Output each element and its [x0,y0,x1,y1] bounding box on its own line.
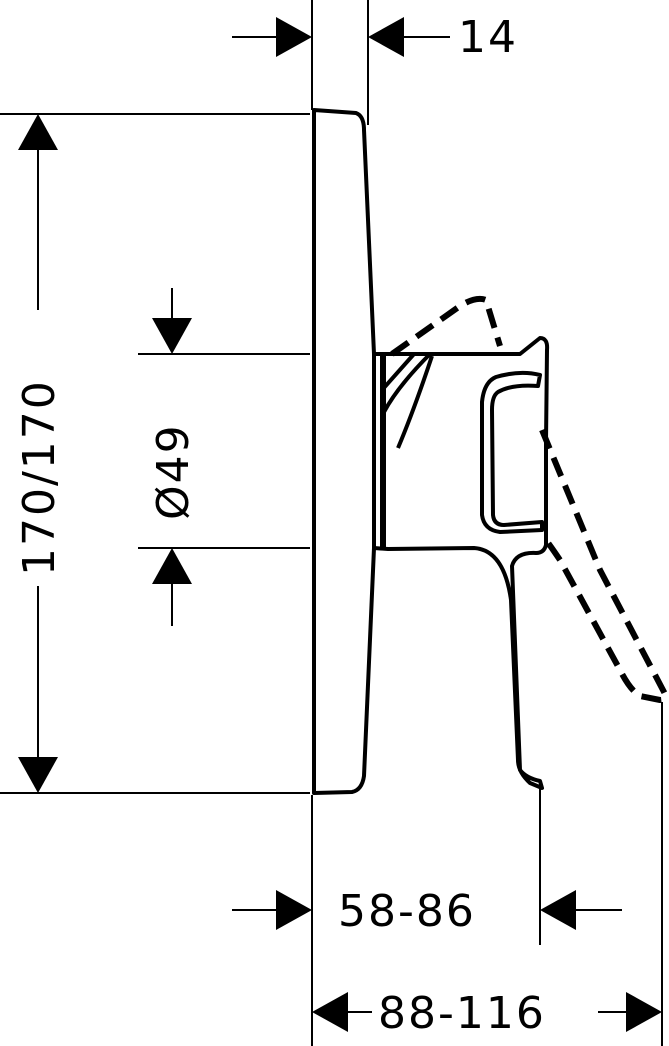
arrow-left-icon [312,992,348,1032]
mixer-handle [373,336,550,790]
dimension-depth-top [232,17,450,57]
label-diameter: Ø49 [148,423,199,520]
arrow-down-icon [152,318,192,354]
arrow-left-icon [368,17,404,57]
arrow-down-icon [18,757,58,793]
label-projection-min: 58-86 [338,886,476,937]
arrow-right-icon [626,992,662,1032]
label-depth-top: 14 [458,12,518,63]
wall-plate [312,108,376,795]
arrow-up-icon [152,548,192,584]
dimension-projection-min [232,890,622,930]
arrow-up-icon [18,114,58,150]
arrow-left-icon [540,890,576,930]
dimension-diameter [152,288,192,626]
arrow-right-icon [276,17,312,57]
alt-position-lever [539,428,669,703]
handle-lever-inner [480,370,544,534]
alt-position-top [390,295,503,357]
handle-outline [373,336,550,790]
dimension-height [18,114,58,793]
arrow-right-icon [276,890,312,930]
handle-alternate-position [390,295,669,703]
dimension-projection-max [312,992,662,1032]
label-height: 170/170 [14,379,65,576]
label-projection-max: 88-116 [378,988,546,1039]
